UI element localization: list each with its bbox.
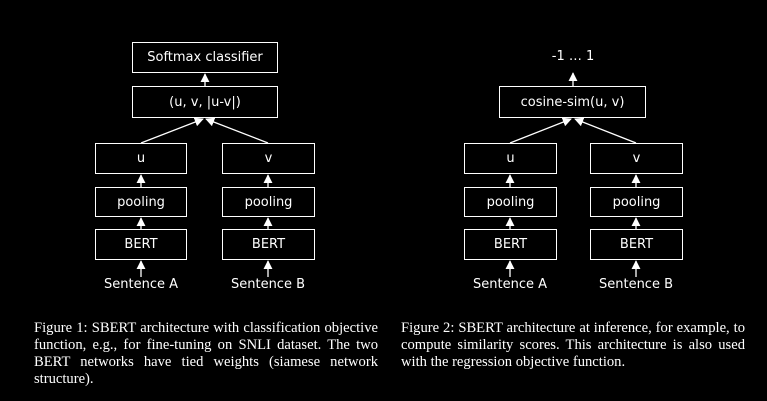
arrow-v-to-concat (205, 117, 269, 144)
similarity-range-label: -1 … 1 (551, 49, 595, 64)
v-embedding-box-fig2: v (590, 143, 683, 174)
arrows-layer (136, 72, 641, 277)
v-embedding-box: v (222, 143, 315, 174)
concat-features-box: (u, v, |u-v|) (132, 86, 278, 118)
pooling-box-left-fig2: pooling (464, 187, 557, 217)
arrow-u-to-concat (140, 117, 204, 144)
pooling-box-right-fig2: pooling (590, 187, 683, 217)
bert-encoder-box-left: BERT (95, 229, 187, 260)
figure2-caption: Figure 2: SBERT architecture at inferenc… (401, 320, 745, 370)
bert-encoder-box-right: BERT (222, 229, 315, 260)
u-embedding-box-fig2: u (464, 143, 557, 174)
figure1-caption: Figure 1: SBERT architecture with classi… (34, 320, 378, 387)
pooling-box-left: pooling (95, 187, 187, 217)
u-embedding-box: u (95, 143, 187, 174)
pooling-box-right: pooling (222, 187, 315, 217)
sentence-a-label: Sentence A (104, 277, 178, 292)
bert-encoder-box-right-fig2: BERT (590, 229, 683, 260)
bert-encoder-box-left-fig2: BERT (464, 229, 557, 260)
sentence-b-label: Sentence B (230, 277, 306, 292)
arrow2-v-to-cosine (574, 117, 637, 144)
softmax-classifier-box: Softmax classifier (132, 42, 278, 73)
figures-area: Softmax classifier (u, v, |u-v|) u v poo… (95, 42, 683, 292)
sentence-b-label-fig2: Sentence B (598, 277, 674, 292)
arrow2-u-to-cosine (509, 117, 572, 144)
sentence-a-label-fig2: Sentence A (473, 277, 547, 292)
cosine-similarity-box: cosine-sim(u, v) (499, 86, 646, 118)
